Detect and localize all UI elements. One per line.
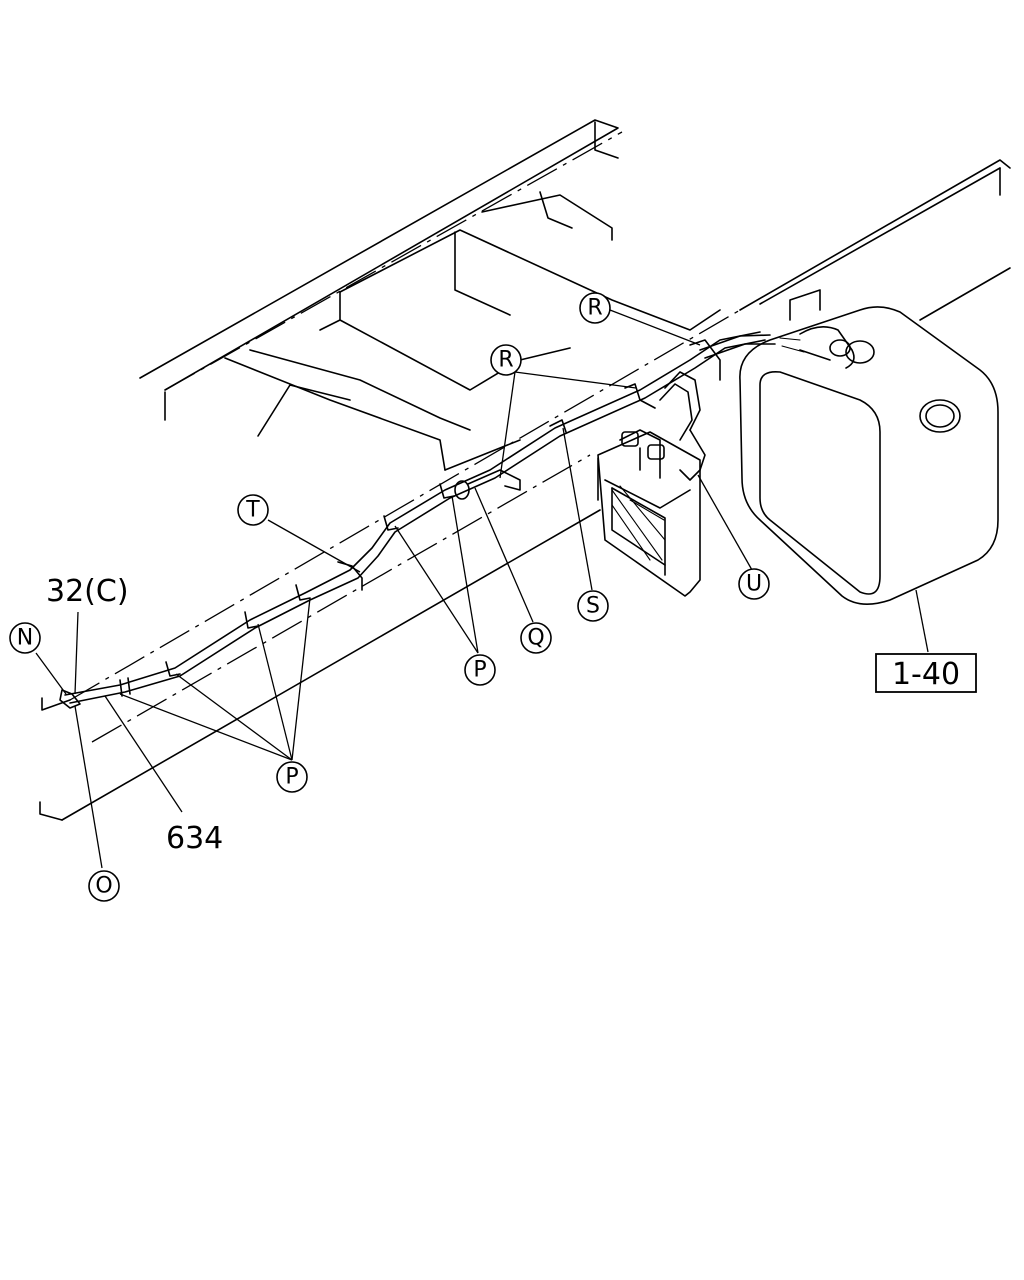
callout-r-upper: R (579, 292, 611, 324)
svg-text:U: U (746, 572, 762, 597)
callout-t: T (237, 494, 269, 526)
svg-text:R: R (498, 348, 513, 373)
svg-text:T: T (245, 498, 260, 523)
callout-o: O (88, 870, 120, 902)
callout-p-lower: P (276, 761, 308, 793)
callout-s: S (577, 590, 609, 622)
svg-text:S: S (586, 594, 600, 619)
svg-text:P: P (285, 765, 298, 790)
svg-text:P: P (473, 658, 486, 683)
svg-text:R: R (587, 296, 602, 321)
callout-q: Q (520, 622, 552, 654)
label-32c: 32(C) (46, 574, 129, 609)
reference-box-label: 1-40 (892, 657, 960, 692)
reference-box-1-40: 1-40 (875, 653, 977, 693)
cross-member (224, 191, 721, 471)
frame-rail-lower (39, 159, 1011, 821)
fuel-line (64, 331, 776, 704)
callout-n: N (9, 622, 41, 654)
fuel-tank (739, 306, 999, 605)
svg-text:O: O (95, 874, 112, 899)
callout-r-lower: R (490, 344, 522, 376)
svg-text:N: N (17, 626, 33, 651)
fuel-filter-assembly (597, 429, 701, 597)
leader-lines (35, 309, 929, 869)
callout-p-upper: P (464, 654, 496, 686)
label-634: 634 (166, 821, 223, 856)
svg-text:Q: Q (527, 626, 544, 651)
tank-sender-unit (779, 289, 875, 369)
frame-rail-upper (139, 119, 623, 421)
callout-u: U (738, 568, 770, 600)
